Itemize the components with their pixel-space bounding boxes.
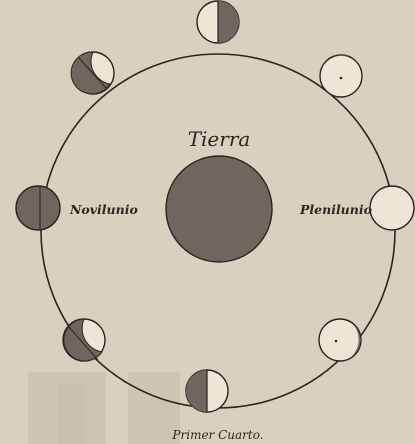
watermark bbox=[28, 372, 180, 444]
moon-top bbox=[197, 1, 239, 43]
moon-first-quarter bbox=[186, 370, 228, 412]
earth-disc bbox=[166, 156, 272, 262]
first-quarter-label: Primer Cuarto. bbox=[171, 428, 263, 442]
moon-upper-left bbox=[71, 52, 114, 94]
full-moon-label: Plenilunio bbox=[299, 202, 372, 217]
moon-upper-right bbox=[320, 55, 362, 97]
earth-label: Tierra bbox=[188, 127, 251, 151]
moon-full bbox=[370, 186, 414, 230]
moon-new bbox=[16, 186, 60, 230]
moon-lower-right bbox=[319, 319, 361, 361]
new-moon-label: Novilunio bbox=[69, 202, 138, 217]
moon-lower-left bbox=[63, 319, 105, 361]
